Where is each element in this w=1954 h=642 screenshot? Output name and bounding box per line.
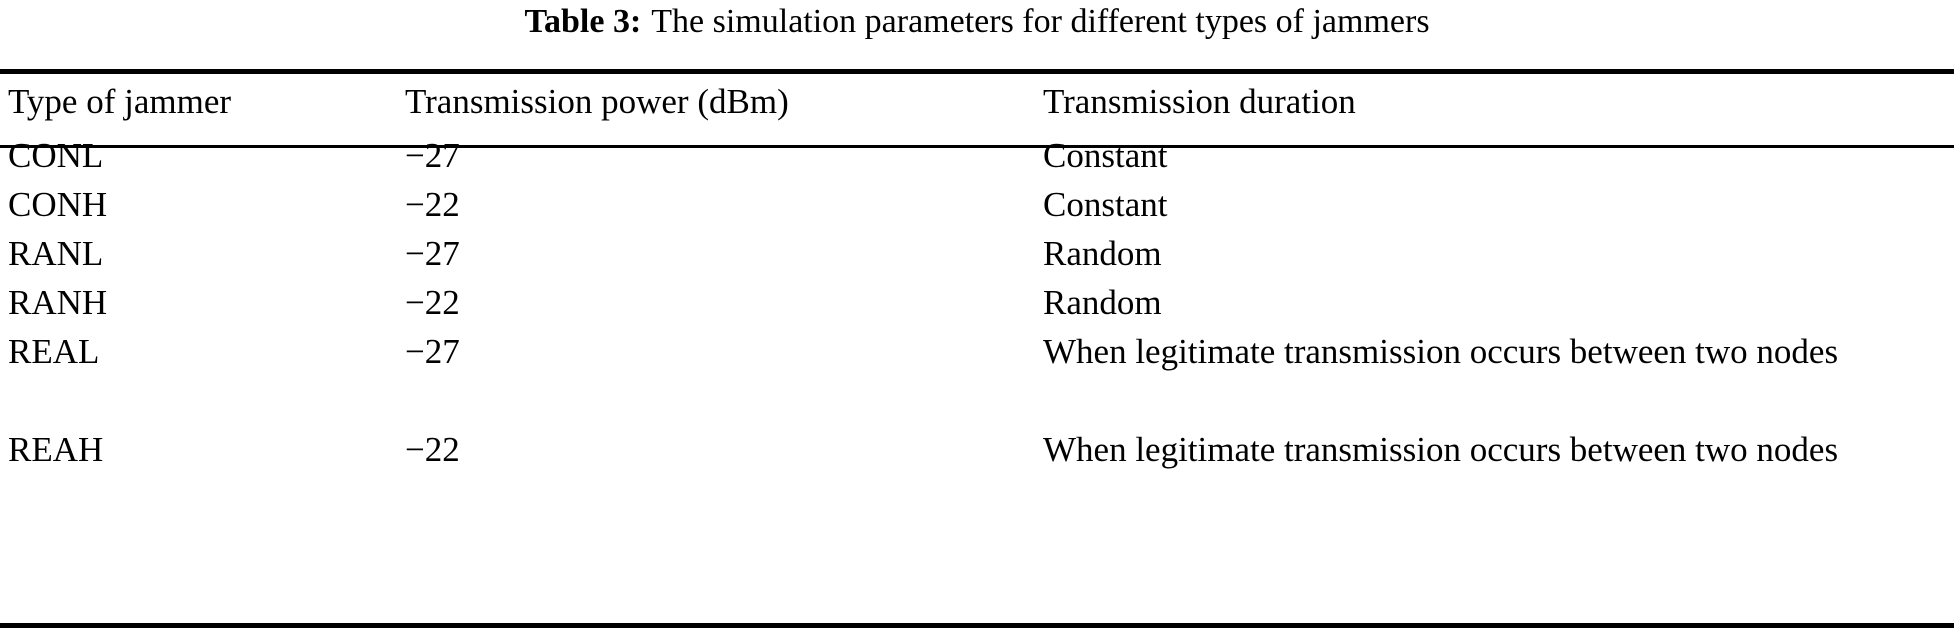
- cell-power: −22: [405, 430, 460, 469]
- cell-duration: Random: [1043, 234, 1162, 273]
- column-header-transmission-duration: Transmission duration: [1043, 82, 1356, 121]
- cell-power: −27: [405, 332, 460, 371]
- column-header-type-of-jammer: Type of jammer: [8, 82, 232, 121]
- cell-jammer: CONH: [8, 185, 108, 224]
- table-header-rule: [0, 145, 1954, 148]
- cell-duration: When legitimate transmission occurs betw…: [1043, 430, 1839, 469]
- cell-duration: When legitimate transmission occurs betw…: [1043, 332, 1839, 371]
- table-caption-text: The simulation parameters for different …: [651, 3, 1430, 40]
- table-caption: Table 3:The simulation parameters for di…: [0, 2, 1954, 42]
- column-header-transmission-power: Transmission power (dBm): [405, 82, 789, 121]
- table-caption-label: Table 3:: [524, 3, 642, 40]
- cell-power: −22: [405, 185, 460, 224]
- cell-jammer: RANL: [8, 234, 104, 273]
- cell-duration: Constant: [1043, 136, 1168, 175]
- cell-power: −27: [405, 234, 460, 273]
- cell-jammer: REAH: [8, 430, 104, 469]
- cell-duration: Random: [1043, 283, 1162, 322]
- cell-jammer: REAL: [8, 332, 100, 371]
- cell-duration: Constant: [1043, 185, 1168, 224]
- cell-power: −22: [405, 283, 460, 322]
- cell-power: −27: [405, 136, 460, 175]
- table-top-rule: [0, 69, 1954, 74]
- table-bottom-rule: [0, 623, 1954, 628]
- cell-jammer: CONL: [8, 136, 104, 175]
- cell-jammer: RANH: [8, 283, 108, 322]
